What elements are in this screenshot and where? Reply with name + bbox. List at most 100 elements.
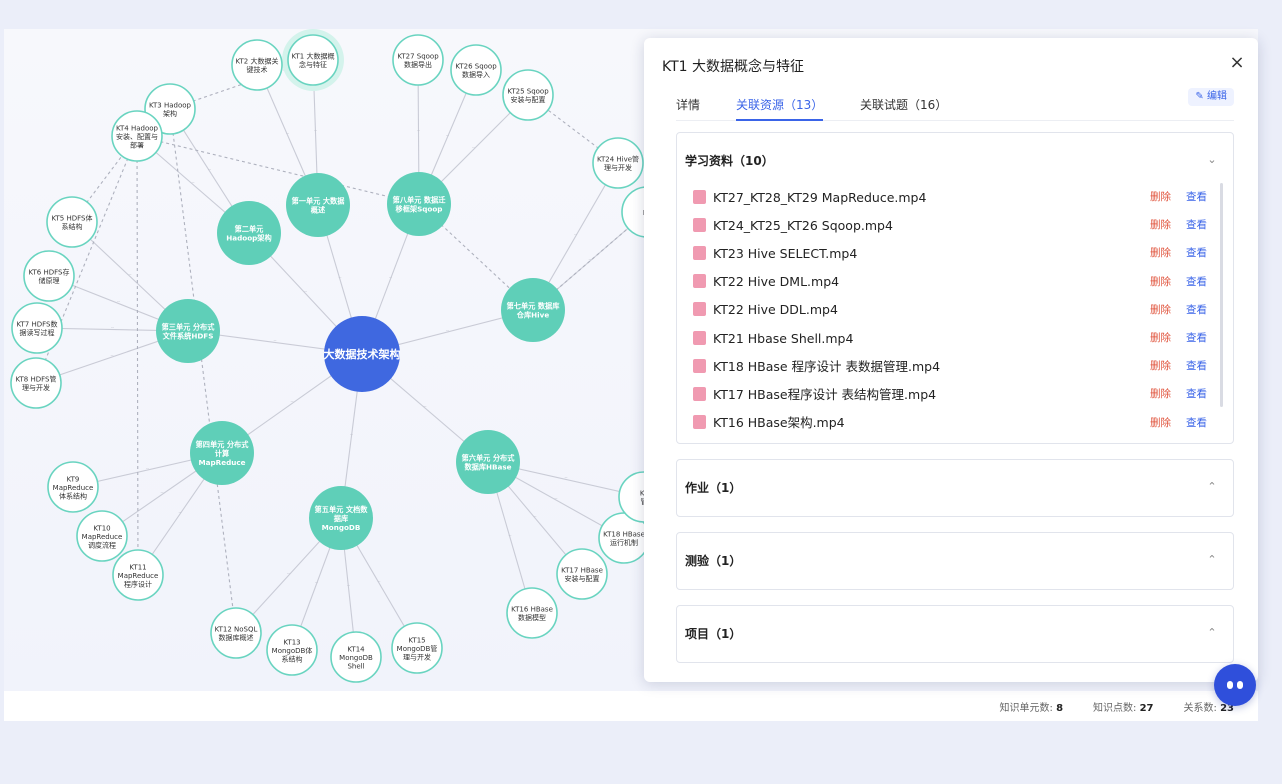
chevron-up-icon[interactable]: ⌃ [1207,626,1217,639]
assistant-robot-icon[interactable] [1214,664,1256,706]
root-node[interactable]: 大数据技术架构 [324,316,401,392]
edge-label-mark: ┄ [508,534,511,540]
file-name[interactable]: KT22 Hive DDL.mp4 [713,302,838,318]
node-circle [324,316,400,392]
delete-button[interactable]: 删除 [1150,191,1171,203]
knowledge-point-node[interactable]: KT24 Hive管理与开发 [592,137,644,189]
view-button[interactable]: 查看 [1186,191,1207,203]
delete-button[interactable]: 删除 [1150,416,1171,429]
knowledge-point-node[interactable]: KT8 HDFS管理与开发 [10,357,62,409]
node-circle [10,357,62,409]
edge-label-mark: ┄ [273,339,276,345]
node-circle [592,137,644,189]
robot-eye [1237,681,1243,689]
view-button[interactable]: 查看 [1186,247,1207,260]
edit-button[interactable]: ✎ 编辑 [1188,88,1234,106]
view-button[interactable]: 查看 [1186,360,1207,373]
knowledge-point-node[interactable]: KT6 HDFS存储原理 [23,250,75,302]
view-button[interactable]: 查看 [1186,303,1207,316]
file-row: KT22 Hive DDL.mp4 删除 查看 [693,296,1209,324]
node-label: KT7 HDFS数据读写过程 [16,320,57,338]
knowledge-unit-node[interactable]: 第八单元 数据迁移框架Sqoop [387,172,451,236]
delete-button[interactable]: 删除 [1150,388,1171,401]
edge-label-mark: ┄ [128,273,131,279]
knowledge-unit-node[interactable]: 第六单元 分布式数据库HBase [456,430,520,494]
file-name[interactable]: KT27_KT28_KT29 MapReduce.mp4 [713,189,927,205]
knowledge-point-node[interactable]: KT7 HDFS数据读写过程 [11,302,63,354]
view-button[interactable]: 查看 [1186,219,1207,232]
scrollbar[interactable] [1220,183,1223,407]
file-name[interactable]: KT24_KT25_KT26 Sqoop.mp4 [713,217,893,233]
file-name[interactable]: KT18 HBase 程序设计 表数据管理.mp4 [713,358,941,374]
knowledge-point-node[interactable]: KT1 大数据概念与特征 [287,34,339,86]
file-name[interactable]: KT23 Hive SELECT.mp4 [713,245,858,261]
view-button[interactable]: 查看 [1186,416,1207,429]
delete-button[interactable]: 删除 [1150,247,1171,260]
tab-details[interactable]: 详情 [676,98,701,112]
knowledge-point-node[interactable]: KT5 HDFS体系结构 [46,196,98,248]
close-icon[interactable]: × [1229,52,1245,73]
delete-button[interactable]: 删除 [1150,332,1171,344]
node-circle [309,486,373,550]
section-homework[interactable]: 作业（1） ⌃ [676,459,1234,517]
node-circle [47,461,99,513]
chevron-up-icon[interactable]: ⌃ [1207,553,1217,566]
section-quiz[interactable]: 测验（1） ⌃ [676,532,1234,590]
section-project[interactable]: 项目（1） ⌃ [676,605,1234,663]
node-label: KT2 大数据关键技术 [235,57,278,75]
file-name[interactable]: KT17 HBase程序设计 表结构管理.mp4 [713,386,937,402]
stat-units: 知识单元数: 8 [999,703,1064,714]
view-button[interactable]: 查看 [1186,275,1207,288]
knowledge-graph[interactable]: ┄┄┄┄┄┄┄┄┄┄┄┄┄┄┄┄┄┄┄┄┄┄┄┄┄┄┄┄┄┄┄┄KT1 大数据概… [4,29,1258,691]
knowledge-point-node[interactable]: KT2 大数据关键技术 [231,39,283,91]
knowledge-unit-node[interactable]: 第一单元 大数据概述 [286,173,350,237]
tab-related-resources[interactable]: 关联资源（13） [736,96,824,121]
file-name[interactable]: KT21 Hbase Shell.mp4 [713,330,854,346]
tab-related-questions[interactable]: 关联试题（16） [860,98,948,112]
node-circle [266,624,318,676]
section-title: 测验（1） [685,554,742,568]
chevron-down-icon[interactable]: ⌄ [1207,153,1217,166]
view-button[interactable]: 查看 [1186,332,1207,344]
knowledge-unit-node[interactable]: 第七单元 数据库仓库Hive [501,278,565,342]
delete-button[interactable]: 删除 [1150,219,1171,232]
delete-button[interactable]: 删除 [1150,360,1171,373]
file-row: KT22 Hive DML.mp4 删除 查看 [693,268,1209,296]
knowledge-unit-node[interactable]: 第三单元 分布式文件系统HDFS [156,299,220,363]
chevron-up-icon[interactable]: ⌃ [1207,480,1217,493]
node-circle [501,278,565,342]
delete-button[interactable]: 删除 [1150,275,1171,288]
view-button[interactable]: 查看 [1186,388,1207,401]
delete-button[interactable]: 删除 [1150,303,1171,316]
video-file-icon [693,245,706,260]
file-name[interactable]: KT22 Hive DML.mp4 [713,274,840,290]
node-label: 第八单元 数据迁移框架Sqoop [393,196,447,214]
pencil-icon: ✎ [1195,91,1204,102]
edit-label: 编辑 [1207,91,1227,102]
node-circle [111,110,163,162]
edge-label-mark: ┄ [290,400,293,406]
file-name[interactable]: KT16 HBase架构.mp4 [713,415,845,431]
